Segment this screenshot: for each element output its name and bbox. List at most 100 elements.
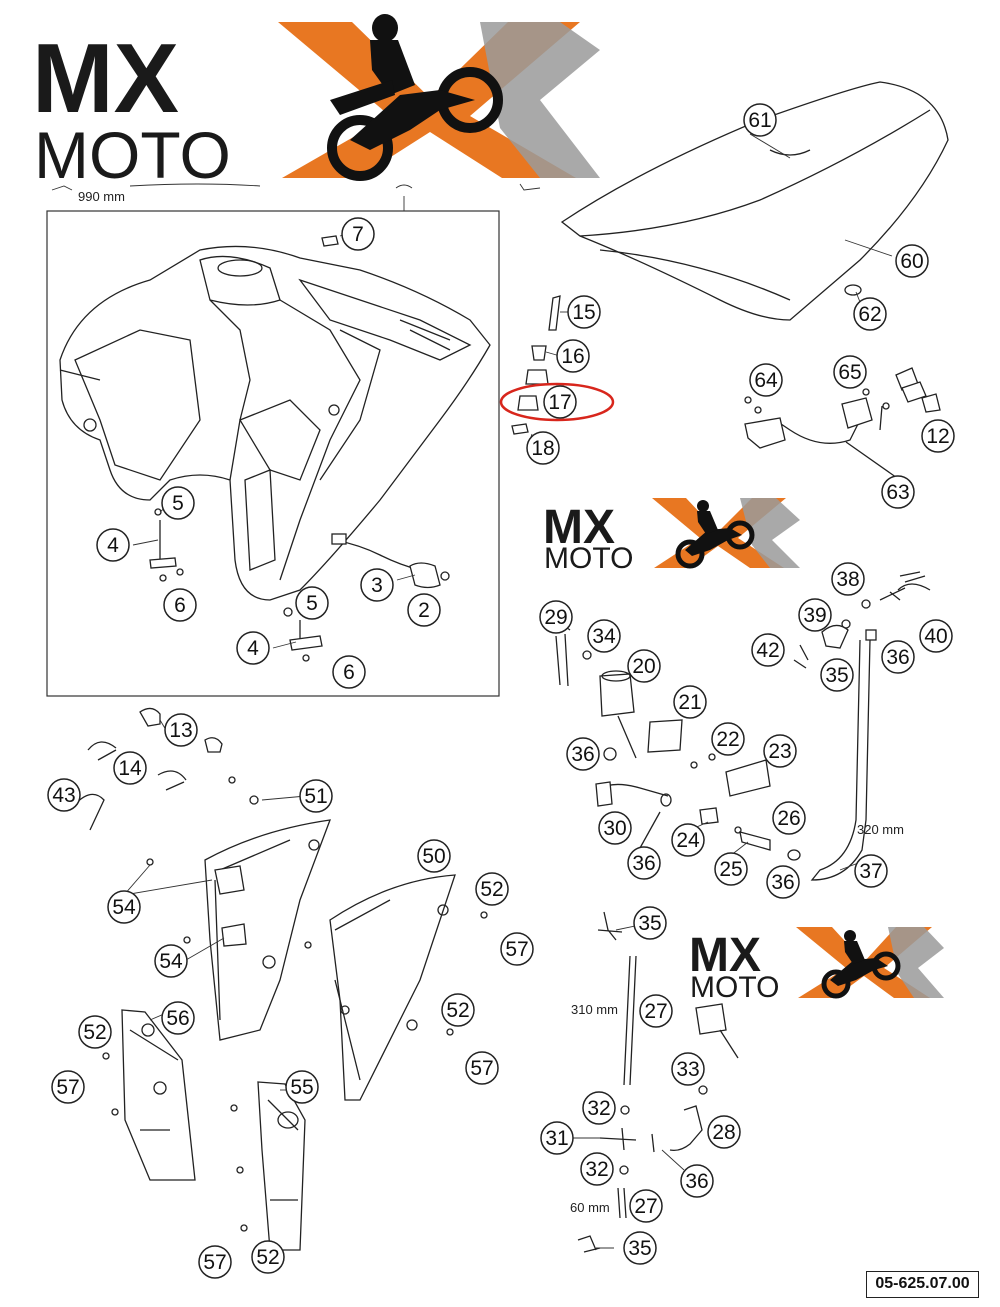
callout-circle (627, 846, 661, 880)
callout-label: 4 (247, 637, 259, 660)
callout-52: 52 (78, 1015, 112, 1049)
callout-22: 22 (711, 722, 745, 756)
mx-moto-logo-middle: MX MOTO (543, 498, 800, 575)
callout-2: 2 (407, 593, 441, 627)
logo-moto-text: MOTO (544, 542, 633, 575)
callout-label: 30 (603, 817, 626, 840)
callout-35: 35 (820, 658, 854, 692)
callout-label: 36 (886, 646, 909, 669)
callout-label: 18 (531, 437, 554, 460)
callout-label: 7 (352, 223, 364, 246)
callout-label: 36 (632, 852, 655, 875)
fuel-tank-group-frame (46, 210, 500, 697)
lower-covers (102, 1009, 306, 1251)
dimension-60mm: 60 mm (570, 1200, 610, 1215)
callout-label: 26 (777, 807, 800, 830)
callout-circle (295, 586, 329, 620)
callout-label: 56 (166, 1007, 189, 1030)
callout-13: 13 (164, 713, 198, 747)
callout-27: 27 (629, 1189, 663, 1223)
motocross-rider-icon (821, 930, 901, 999)
callout-circle (332, 655, 366, 689)
callout-label: 31 (545, 1127, 568, 1150)
callout-64: 64 (749, 363, 783, 397)
callout-label: 13 (169, 719, 192, 742)
callout-29: 29 (539, 600, 573, 634)
callout-label: 3 (371, 574, 383, 597)
callout-label: 5 (306, 592, 318, 615)
callout-circle (633, 906, 667, 940)
callout-circle (539, 600, 573, 634)
callout-label: 52 (446, 999, 469, 1022)
seat-drawing (560, 81, 949, 321)
callout-circle (598, 811, 632, 845)
callout-circle (711, 722, 745, 756)
callout-62: 62 (853, 297, 887, 331)
callout-16: 16 (556, 339, 590, 373)
callout-label: 61 (748, 109, 771, 132)
callout-circle (820, 658, 854, 692)
callout-circle (582, 1091, 616, 1125)
callout-label: 51 (304, 785, 327, 808)
callout-circle (673, 685, 707, 719)
breather-hose-group: 320 mm (793, 571, 931, 881)
diagram-reference-number: 05-625.07.00 (866, 1271, 979, 1298)
callout-circle (629, 1189, 663, 1223)
callout-circle (251, 1240, 285, 1274)
callout-circle (540, 1121, 574, 1155)
callout-label: 36 (771, 871, 794, 894)
callout-33: 33 (671, 1052, 705, 1086)
callout-label: 38 (836, 568, 859, 591)
callout-circle (714, 852, 748, 886)
callout-label: 2 (418, 599, 430, 622)
callout-5: 5 (161, 486, 195, 520)
callout-circle (500, 932, 534, 966)
callout-5: 5 (295, 586, 329, 620)
callout-17: 17 (543, 385, 577, 419)
callout-label: 23 (768, 740, 791, 763)
callout-25: 25 (714, 852, 748, 886)
callout-label: 42 (756, 639, 779, 662)
callout-36: 36 (566, 737, 600, 771)
callout-circle (341, 217, 375, 251)
callout-circle (743, 103, 777, 137)
mx-moto-logo-main: MX MOTO (32, 14, 600, 192)
callout-circle (465, 1051, 499, 1085)
callout-32: 32 (582, 1091, 616, 1125)
callout-label: 25 (719, 858, 742, 881)
callout-circle (831, 562, 865, 596)
logo-mx-text: MX (543, 501, 615, 554)
callout-circle (556, 339, 590, 373)
callout-57: 57 (51, 1070, 85, 1104)
callout-circle (236, 631, 270, 665)
bolt-group-15-18 (511, 295, 561, 435)
callout-label: 32 (587, 1097, 610, 1120)
callout-label: 20 (632, 655, 655, 678)
callout-label: 32 (585, 1158, 608, 1181)
callout-label: 17 (548, 391, 571, 414)
ignition-lock-group (744, 367, 941, 481)
callout-31: 31 (540, 1121, 574, 1155)
callout-label: 37 (859, 860, 882, 883)
callout-34: 34 (587, 619, 621, 653)
callout-label: 54 (159, 950, 183, 973)
callout-circle (671, 1052, 705, 1086)
fuel-system-parts (552, 625, 801, 861)
callout-label: 6 (343, 661, 355, 684)
callout-circle (417, 839, 451, 873)
callout-circle (854, 854, 888, 888)
callout-circle (680, 1164, 714, 1198)
callout-label: 36 (571, 743, 594, 766)
callout-15: 15 (567, 295, 601, 329)
logo-mx-text: MX (32, 23, 179, 133)
callout-circle (853, 297, 887, 331)
callout-3: 3 (360, 568, 394, 602)
callout-label: 64 (754, 369, 778, 392)
callout-40: 40 (919, 619, 953, 653)
logo-moto-text: MOTO (34, 118, 231, 192)
callout-circle (113, 751, 147, 785)
callout-circle (639, 994, 673, 1028)
callout-42: 42 (751, 633, 785, 667)
callout-circle (360, 568, 394, 602)
callout-circle (441, 993, 475, 1027)
